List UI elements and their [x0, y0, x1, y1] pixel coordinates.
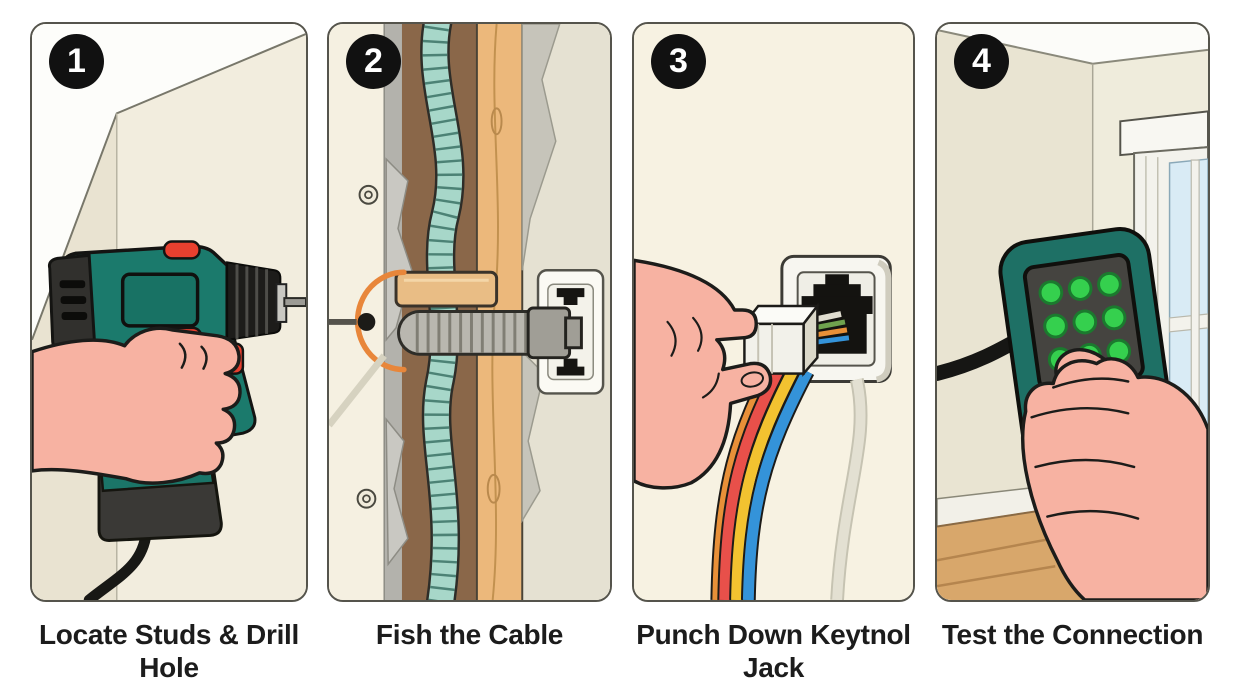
grey-cable — [830, 378, 868, 600]
keystone-jack-illustration — [634, 24, 913, 600]
power-cord — [83, 527, 152, 600]
thumbnail — [740, 371, 764, 388]
step-2: 2 Fish the Cable — [327, 22, 612, 651]
step-1-panel: 1 — [30, 22, 308, 602]
step-number: 3 — [669, 42, 688, 80]
drill-bit — [283, 297, 306, 308]
step-caption: Punch Down Keytnol Jack — [636, 619, 911, 684]
shadow-line — [329, 353, 387, 428]
step-number: 1 — [67, 42, 86, 80]
step-2-panel: 2 — [327, 22, 612, 602]
step-caption: Fish the Cable — [375, 619, 564, 650]
step-number-badge: 1 — [49, 34, 104, 89]
step-3-panel: 3 — [632, 22, 915, 602]
step-caption: Locate Studs & Drill Hole — [38, 619, 300, 684]
step-4: 4 Test the Connection — [935, 22, 1210, 651]
step-number: 2 — [364, 42, 383, 80]
step-number: 4 — [972, 42, 991, 80]
keystone-opening-top — [556, 288, 585, 306]
step-4-panel: 4 — [935, 22, 1210, 602]
step-1: 1 Locate Studs & Drill Hole — [30, 22, 308, 684]
step-3: 3 Punch Down Keytnol Jack — [632, 22, 915, 684]
cable-tester-illustration — [937, 24, 1208, 600]
step-number-badge: 4 — [954, 34, 1009, 89]
drywall-screws — [356, 184, 379, 509]
drill-illustration — [32, 24, 306, 600]
step-number-badge: 2 — [346, 34, 401, 89]
hand-holding-tester — [1021, 348, 1208, 600]
hand-pinching-jack — [634, 258, 773, 490]
step-caption: Test the Connection — [941, 619, 1204, 650]
keystone-opening-bottom — [556, 358, 585, 376]
step-number-badge: 3 — [651, 34, 706, 89]
wood-block — [394, 270, 499, 308]
hand-gripping-drill — [32, 326, 242, 485]
wall-cross-section-illustration — [329, 24, 610, 600]
drill-bit-tip — [329, 312, 376, 331]
corrugated-conduit — [397, 306, 583, 360]
